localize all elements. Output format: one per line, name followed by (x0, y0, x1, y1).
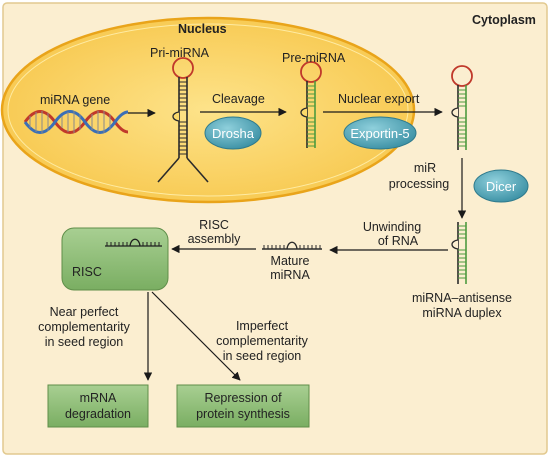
mir-processing-label-2: processing (389, 177, 449, 191)
pre-mirna-hairpin (300, 61, 322, 148)
exportin-label: Exportin-5 (350, 126, 409, 141)
mature-mirna-label-1: Mature (271, 254, 310, 268)
mirna-antisense-duplex (451, 222, 467, 284)
pre-mirna-label: Pre-miRNA (282, 51, 346, 65)
cytoplasm-label: Cytoplasm (472, 13, 536, 27)
duplex-label-1: miRNA–antisense (412, 291, 512, 305)
risc-label: RISC (72, 265, 102, 279)
pri-mirna-label: Pri-miRNA (150, 46, 210, 60)
mrna-degradation-label-2: degradation (65, 407, 131, 421)
mature-mirna-strand (262, 241, 322, 250)
protein-synthesis-repression-box: Repression of protein synthesis (176, 384, 310, 428)
unwinding-label-1: Unwinding (363, 220, 421, 234)
exportin-5-protein: Exportin-5 (343, 116, 417, 150)
repression-label-1: Repression of (204, 391, 282, 405)
risc-complex: RISC (61, 227, 169, 291)
cytoplasmic-pre-mirna-hairpin (451, 65, 473, 150)
unwinding-label-2: of RNA (378, 234, 419, 248)
nucleus-label: Nucleus (178, 22, 227, 36)
pri-mirna-hairpin (157, 57, 209, 183)
arrow-imperfect (151, 291, 241, 381)
risc-assembly-label-2: assembly (188, 232, 242, 246)
dicer-enzyme: Dicer (473, 169, 529, 203)
duplex-label-2: miRNA duplex (422, 306, 502, 320)
mature-mirna-label-2: miRNA (270, 268, 310, 282)
cleavage-label: Cleavage (212, 92, 265, 106)
near-perfect-label-1: Near perfect (50, 305, 119, 319)
near-perfect-label-2: complementarity (38, 320, 130, 334)
risc-assembly-label-1: RISC (199, 218, 229, 232)
dicer-label: Dicer (486, 179, 517, 194)
imperfect-label-1: Imperfect (236, 319, 289, 333)
nuclear-export-label: Nuclear export (338, 92, 420, 106)
repression-label-2: protein synthesis (196, 407, 290, 421)
near-perfect-label-3: in seed region (45, 335, 124, 349)
nucleus-region (0, 16, 416, 204)
imperfect-label-3: in seed region (223, 349, 302, 363)
mir-processing-label-1: miR (414, 161, 436, 175)
drosha-label: Drosha (212, 126, 255, 141)
nucleus-inner-ring (7, 23, 409, 197)
imperfect-label-2: complementarity (216, 334, 308, 348)
drosha-enzyme: Drosha (204, 116, 262, 150)
mirna-gene-label: miRNA gene (40, 93, 110, 107)
mrna-degradation-label-1: mRNA (80, 391, 117, 405)
mrna-degradation-box: mRNA degradation (47, 384, 149, 428)
dna-helix-icon (23, 110, 129, 134)
